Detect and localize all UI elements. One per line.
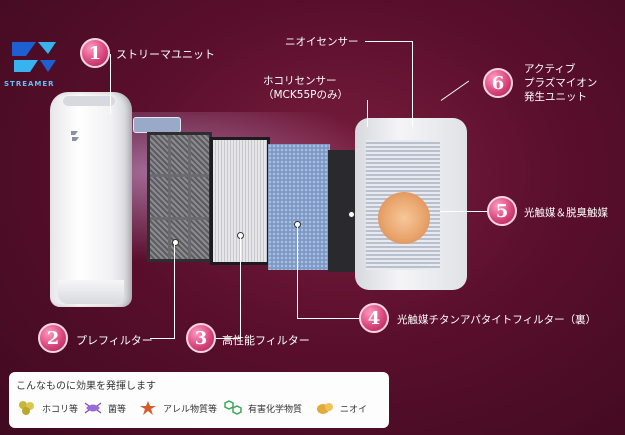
- effect-label: 有害化学物質: [248, 404, 303, 415]
- callout-line: [297, 318, 359, 319]
- step-1-badge: 1: [80, 38, 110, 68]
- apatite-filter-label: 光触媒チタンアパタイトフィルター（裏）: [397, 314, 597, 326]
- effect-label: 菌等: [108, 404, 127, 415]
- effect-item: 有害化学物質: [224, 400, 302, 416]
- odor-sensor-label: ニオイセンサー: [285, 36, 359, 48]
- dust-icon: [19, 401, 34, 415]
- pointer-dot: [348, 211, 355, 218]
- callout-line: [440, 211, 488, 212]
- callout-line: [440, 80, 470, 101]
- effect-label: ニオイ: [340, 404, 368, 415]
- effects-panel: [9, 372, 389, 428]
- callout-line: [150, 338, 175, 339]
- callout-line: [240, 236, 241, 338]
- callout-line: [174, 243, 175, 338]
- tower-base: [58, 280, 124, 304]
- step-5-badge: 5: [487, 196, 517, 226]
- odor-icon: [317, 403, 333, 414]
- air-purifier-front: [50, 92, 132, 307]
- step-6-badge: 6: [483, 68, 513, 98]
- effects-title: こんなものに効果を発揮します: [16, 381, 156, 392]
- allergen-icon: [140, 401, 156, 415]
- plasma-ion-line-3: 発生ユニット: [524, 91, 587, 103]
- streamer-unit: [133, 117, 181, 133]
- step-4-badge: 4: [359, 303, 389, 333]
- plasma-ion-line-2: プラズマイオン: [524, 77, 598, 89]
- effect-item: ニオイ: [316, 400, 367, 416]
- step-3-badge: 3: [186, 323, 216, 353]
- catalyst-label: 光触媒＆脱臭触媒: [524, 207, 608, 219]
- plasma-ion-label: アクティブ プラズマイオン 発生ユニット: [524, 62, 597, 104]
- pre-filter: [147, 132, 212, 262]
- brand-mark-icon: [71, 131, 79, 141]
- plasma-ion-line-1: アクティブ: [524, 63, 576, 75]
- streamer-logo: [12, 42, 56, 72]
- apatite-filter: [268, 144, 330, 270]
- hepa-filter-label: 高性能フィルター: [222, 334, 310, 347]
- deodorizing-catalyst: [378, 192, 430, 244]
- logo-word: STREAMER: [4, 80, 55, 88]
- dust-sensor-name: ホコリセンサー: [263, 75, 337, 87]
- callout-line: [297, 225, 298, 318]
- effect-label: アレル物質等: [163, 404, 218, 415]
- effect-item: アレル物質等: [139, 400, 217, 416]
- effect-item: ホコリ等: [18, 400, 78, 416]
- effect-label: ホコリ等: [42, 404, 79, 415]
- dust-sensor-label: ホコリセンサー （MCK55Pのみ）: [263, 74, 348, 102]
- callout-line: [367, 100, 368, 127]
- chemical-icon: [224, 400, 242, 415]
- step-2-badge: 2: [38, 323, 68, 353]
- bacteria-icon: [84, 402, 102, 414]
- callout-line: [365, 41, 413, 42]
- tower-top-panel: [63, 96, 115, 106]
- streamer-unit-label: ストリーマユニット: [116, 48, 215, 61]
- pointer-dot: [172, 239, 179, 246]
- callout-line: [412, 41, 413, 127]
- callout-line: [216, 338, 241, 339]
- effect-item: 菌等: [84, 400, 126, 416]
- dust-sensor-note: （MCK55Pのみ）: [263, 89, 348, 101]
- pre-filter-label: プレフィルター: [76, 334, 153, 347]
- callout-line: [110, 54, 111, 114]
